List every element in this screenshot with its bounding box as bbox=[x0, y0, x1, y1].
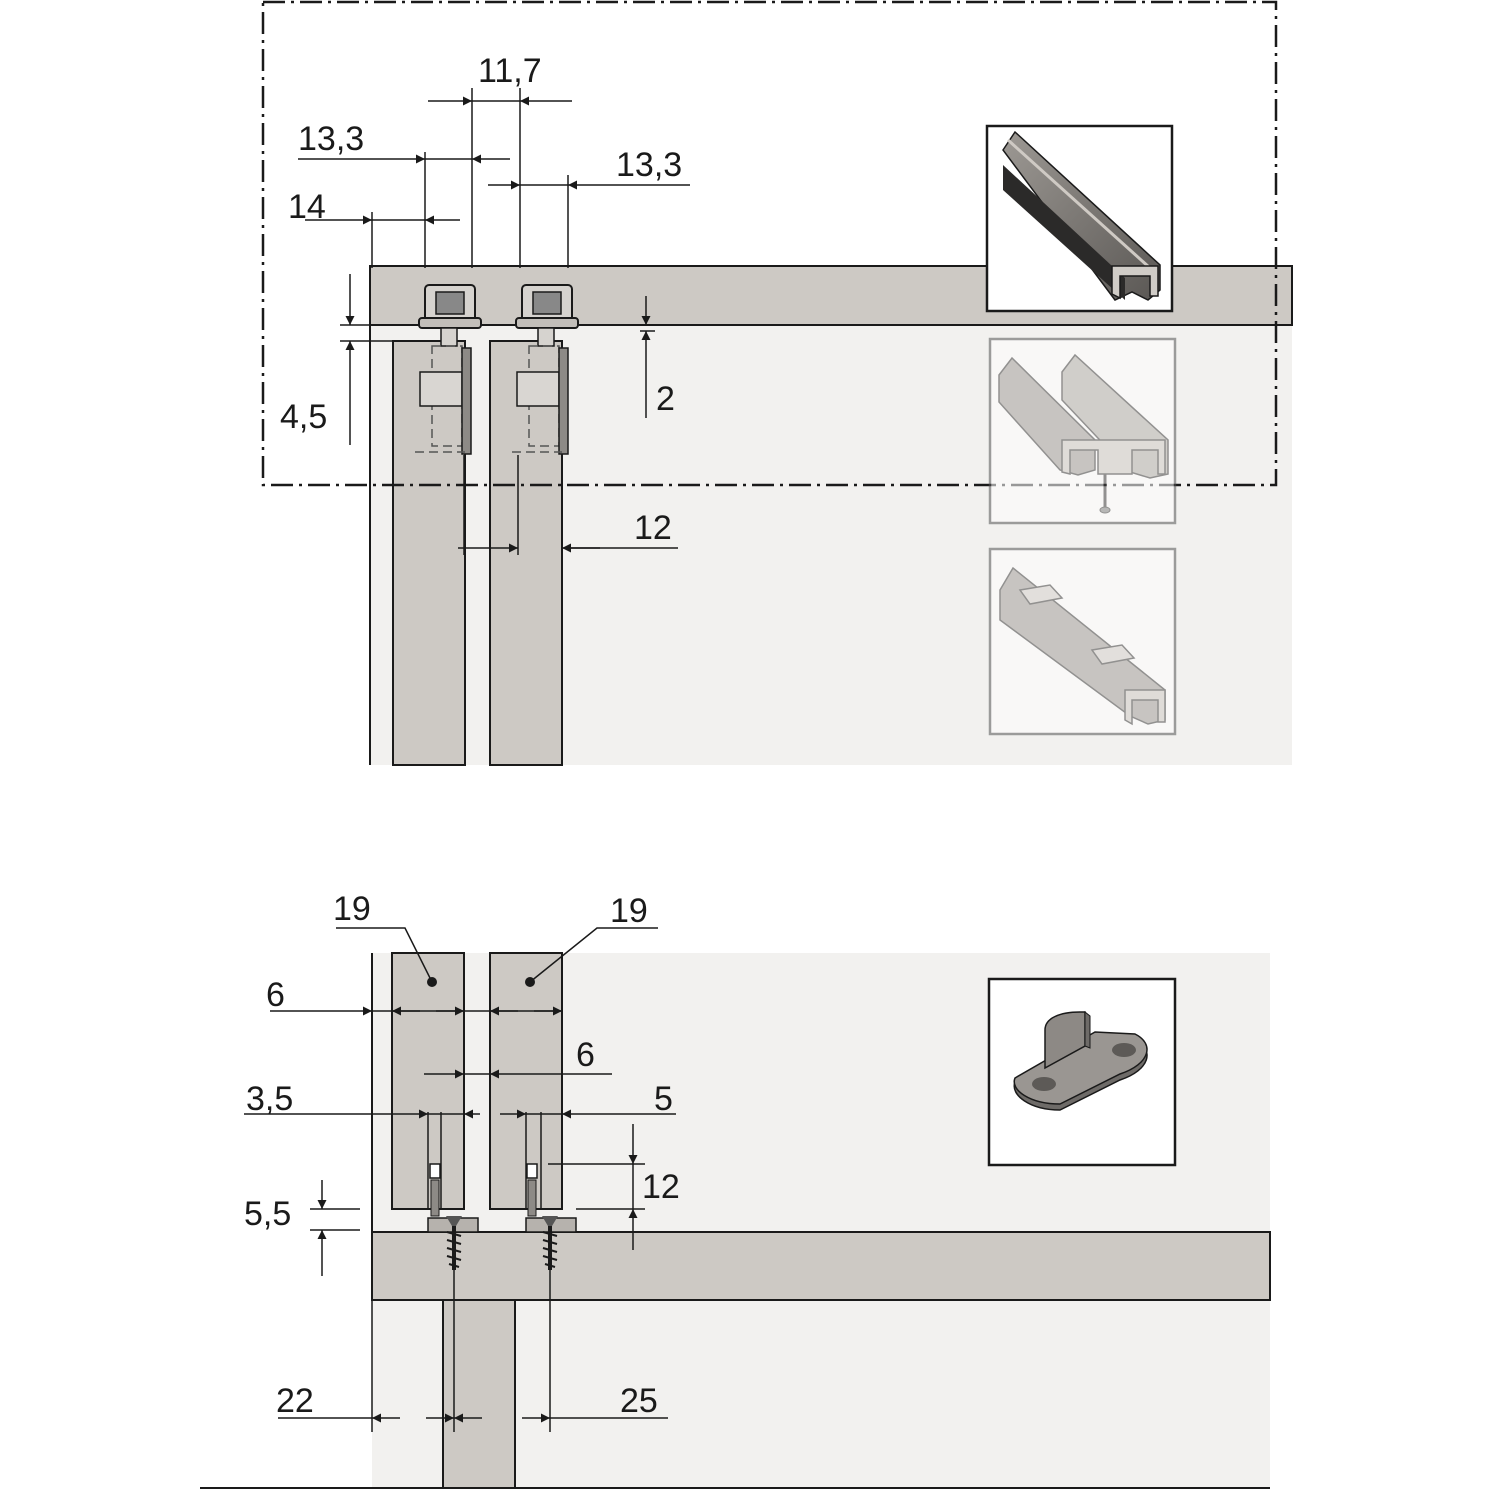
runner-right bbox=[512, 284, 579, 455]
dimension-4-5: 4,5 bbox=[280, 274, 355, 445]
rear-door-panel bbox=[489, 340, 563, 766]
label-6-mid: 6 bbox=[576, 1036, 595, 1074]
detail-border bbox=[261, 0, 1278, 487]
floor-guide-inset bbox=[987, 977, 1177, 1167]
dimension-25: 25 bbox=[454, 1270, 668, 1432]
dimension-13-3-left: 13,3 bbox=[298, 120, 510, 164]
dimension-3-5: 3,5 bbox=[244, 1080, 480, 1119]
label-13-3-right: 13,3 bbox=[616, 146, 682, 184]
label-19-right: 19 bbox=[610, 892, 648, 930]
label-11-7: 11,7 bbox=[478, 52, 542, 90]
runner-left bbox=[415, 284, 482, 455]
dimension-2: 2 bbox=[641, 296, 675, 418]
bottom-shelf bbox=[371, 1231, 1271, 1301]
dimension-22: 22 bbox=[276, 1270, 455, 1432]
label-22: 22 bbox=[276, 1382, 314, 1420]
dimension-6-mid: 6 bbox=[424, 1036, 612, 1079]
dimension-19-left: 19 bbox=[333, 890, 437, 987]
label-13-3-left: 13,3 bbox=[298, 120, 364, 158]
single-track-profile-inset bbox=[985, 124, 1174, 313]
label-2: 2 bbox=[656, 380, 675, 418]
track-with-clips-inset bbox=[988, 547, 1177, 736]
label-12-bottom: 12 bbox=[642, 1168, 680, 1206]
floor-guide-right bbox=[525, 1163, 577, 1270]
label-25: 25 bbox=[620, 1382, 658, 1420]
plinth-board bbox=[442, 1299, 516, 1489]
dimension-5-5: 5,5 bbox=[244, 1180, 360, 1276]
front-door-panel bbox=[392, 340, 466, 766]
double-track-profile-inset bbox=[988, 337, 1177, 525]
label-3-5: 3,5 bbox=[246, 1080, 293, 1118]
label-6-left: 6 bbox=[266, 976, 285, 1014]
dimension-11-7: 11,7 bbox=[428, 52, 572, 106]
floor-guide-left bbox=[427, 1163, 479, 1270]
dimension-19-right: 19 bbox=[525, 892, 658, 987]
dimension-5: 5 bbox=[500, 1080, 676, 1119]
top-view: 11,7 13,3 13,3 14 4,5 bbox=[261, 0, 1293, 766]
label-5: 5 bbox=[654, 1080, 673, 1118]
dimension-12-bottom: 12 bbox=[548, 1124, 680, 1250]
bottom-view: 19 19 6 6 3,5 bbox=[200, 890, 1271, 1489]
dimension-12-top: 12 bbox=[458, 509, 678, 553]
label-12-top: 12 bbox=[634, 509, 672, 547]
dimension-13-3-right: 13,3 bbox=[488, 146, 690, 190]
plinth-background bbox=[372, 1300, 1270, 1488]
dimension-14: 14 bbox=[288, 188, 460, 226]
label-5-5: 5,5 bbox=[244, 1195, 291, 1233]
label-19-left: 19 bbox=[333, 890, 371, 928]
label-14: 14 bbox=[288, 188, 326, 226]
dimension-6-left: 6 bbox=[266, 976, 562, 1016]
label-4-5: 4,5 bbox=[280, 398, 327, 436]
